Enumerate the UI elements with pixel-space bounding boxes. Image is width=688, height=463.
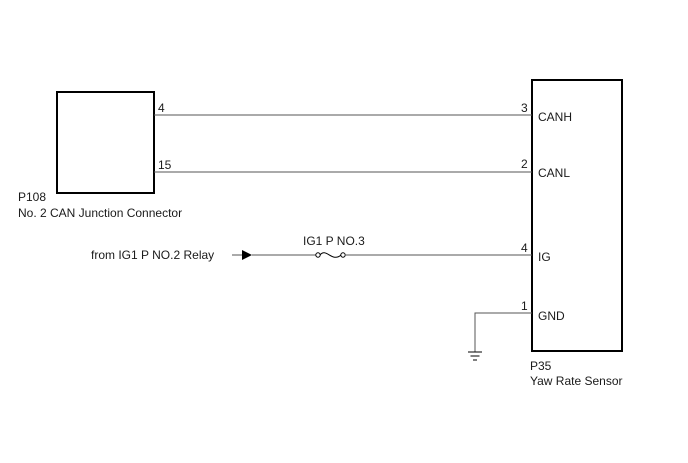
sensor-pin-gnd-label: GND — [538, 309, 565, 323]
arrow-right-icon — [242, 250, 252, 260]
ground-icon — [468, 351, 482, 361]
sensor-p35: P35 Yaw Rate Sensor 3 CANH 2 CANL 4 IG 1… — [521, 79, 623, 388]
fuse-label: IG1 P NO.3 — [303, 234, 365, 248]
connector-p108-name: No. 2 CAN Junction Connector — [18, 206, 182, 220]
sensor-p35-box — [531, 79, 623, 352]
sensor-p35-code: P35 — [530, 359, 552, 373]
ig-power-feed: from IG1 P NO.2 Relay IG1 P NO.3 — [91, 234, 532, 262]
sensor-p35-name: Yaw Rate Sensor — [530, 374, 623, 388]
sensor-pin-canl-label: CANL — [538, 166, 570, 180]
wire-gnd — [474, 312, 532, 352]
sensor-pin-canh-number: 3 — [521, 101, 528, 115]
connector-p108: P108 No. 2 CAN Junction Connector 4 15 — [18, 91, 182, 220]
connector-p108-pin-canl: 15 — [158, 158, 172, 172]
ground-circuit — [468, 312, 532, 361]
connector-p108-box — [56, 91, 155, 194]
fuse-icon — [315, 252, 346, 258]
sensor-pin-gnd-number: 1 — [521, 299, 528, 313]
power-source-label: from IG1 P NO.2 Relay — [91, 248, 214, 262]
sensor-pin-ig-number: 4 — [521, 241, 528, 255]
connector-p108-pin-canh: 4 — [158, 101, 165, 115]
sensor-pin-canl-number: 2 — [521, 157, 528, 171]
sensor-pin-canh-label: CANH — [538, 110, 572, 124]
connector-p108-code: P108 — [18, 190, 46, 204]
sensor-pin-ig-label: IG — [538, 250, 551, 264]
